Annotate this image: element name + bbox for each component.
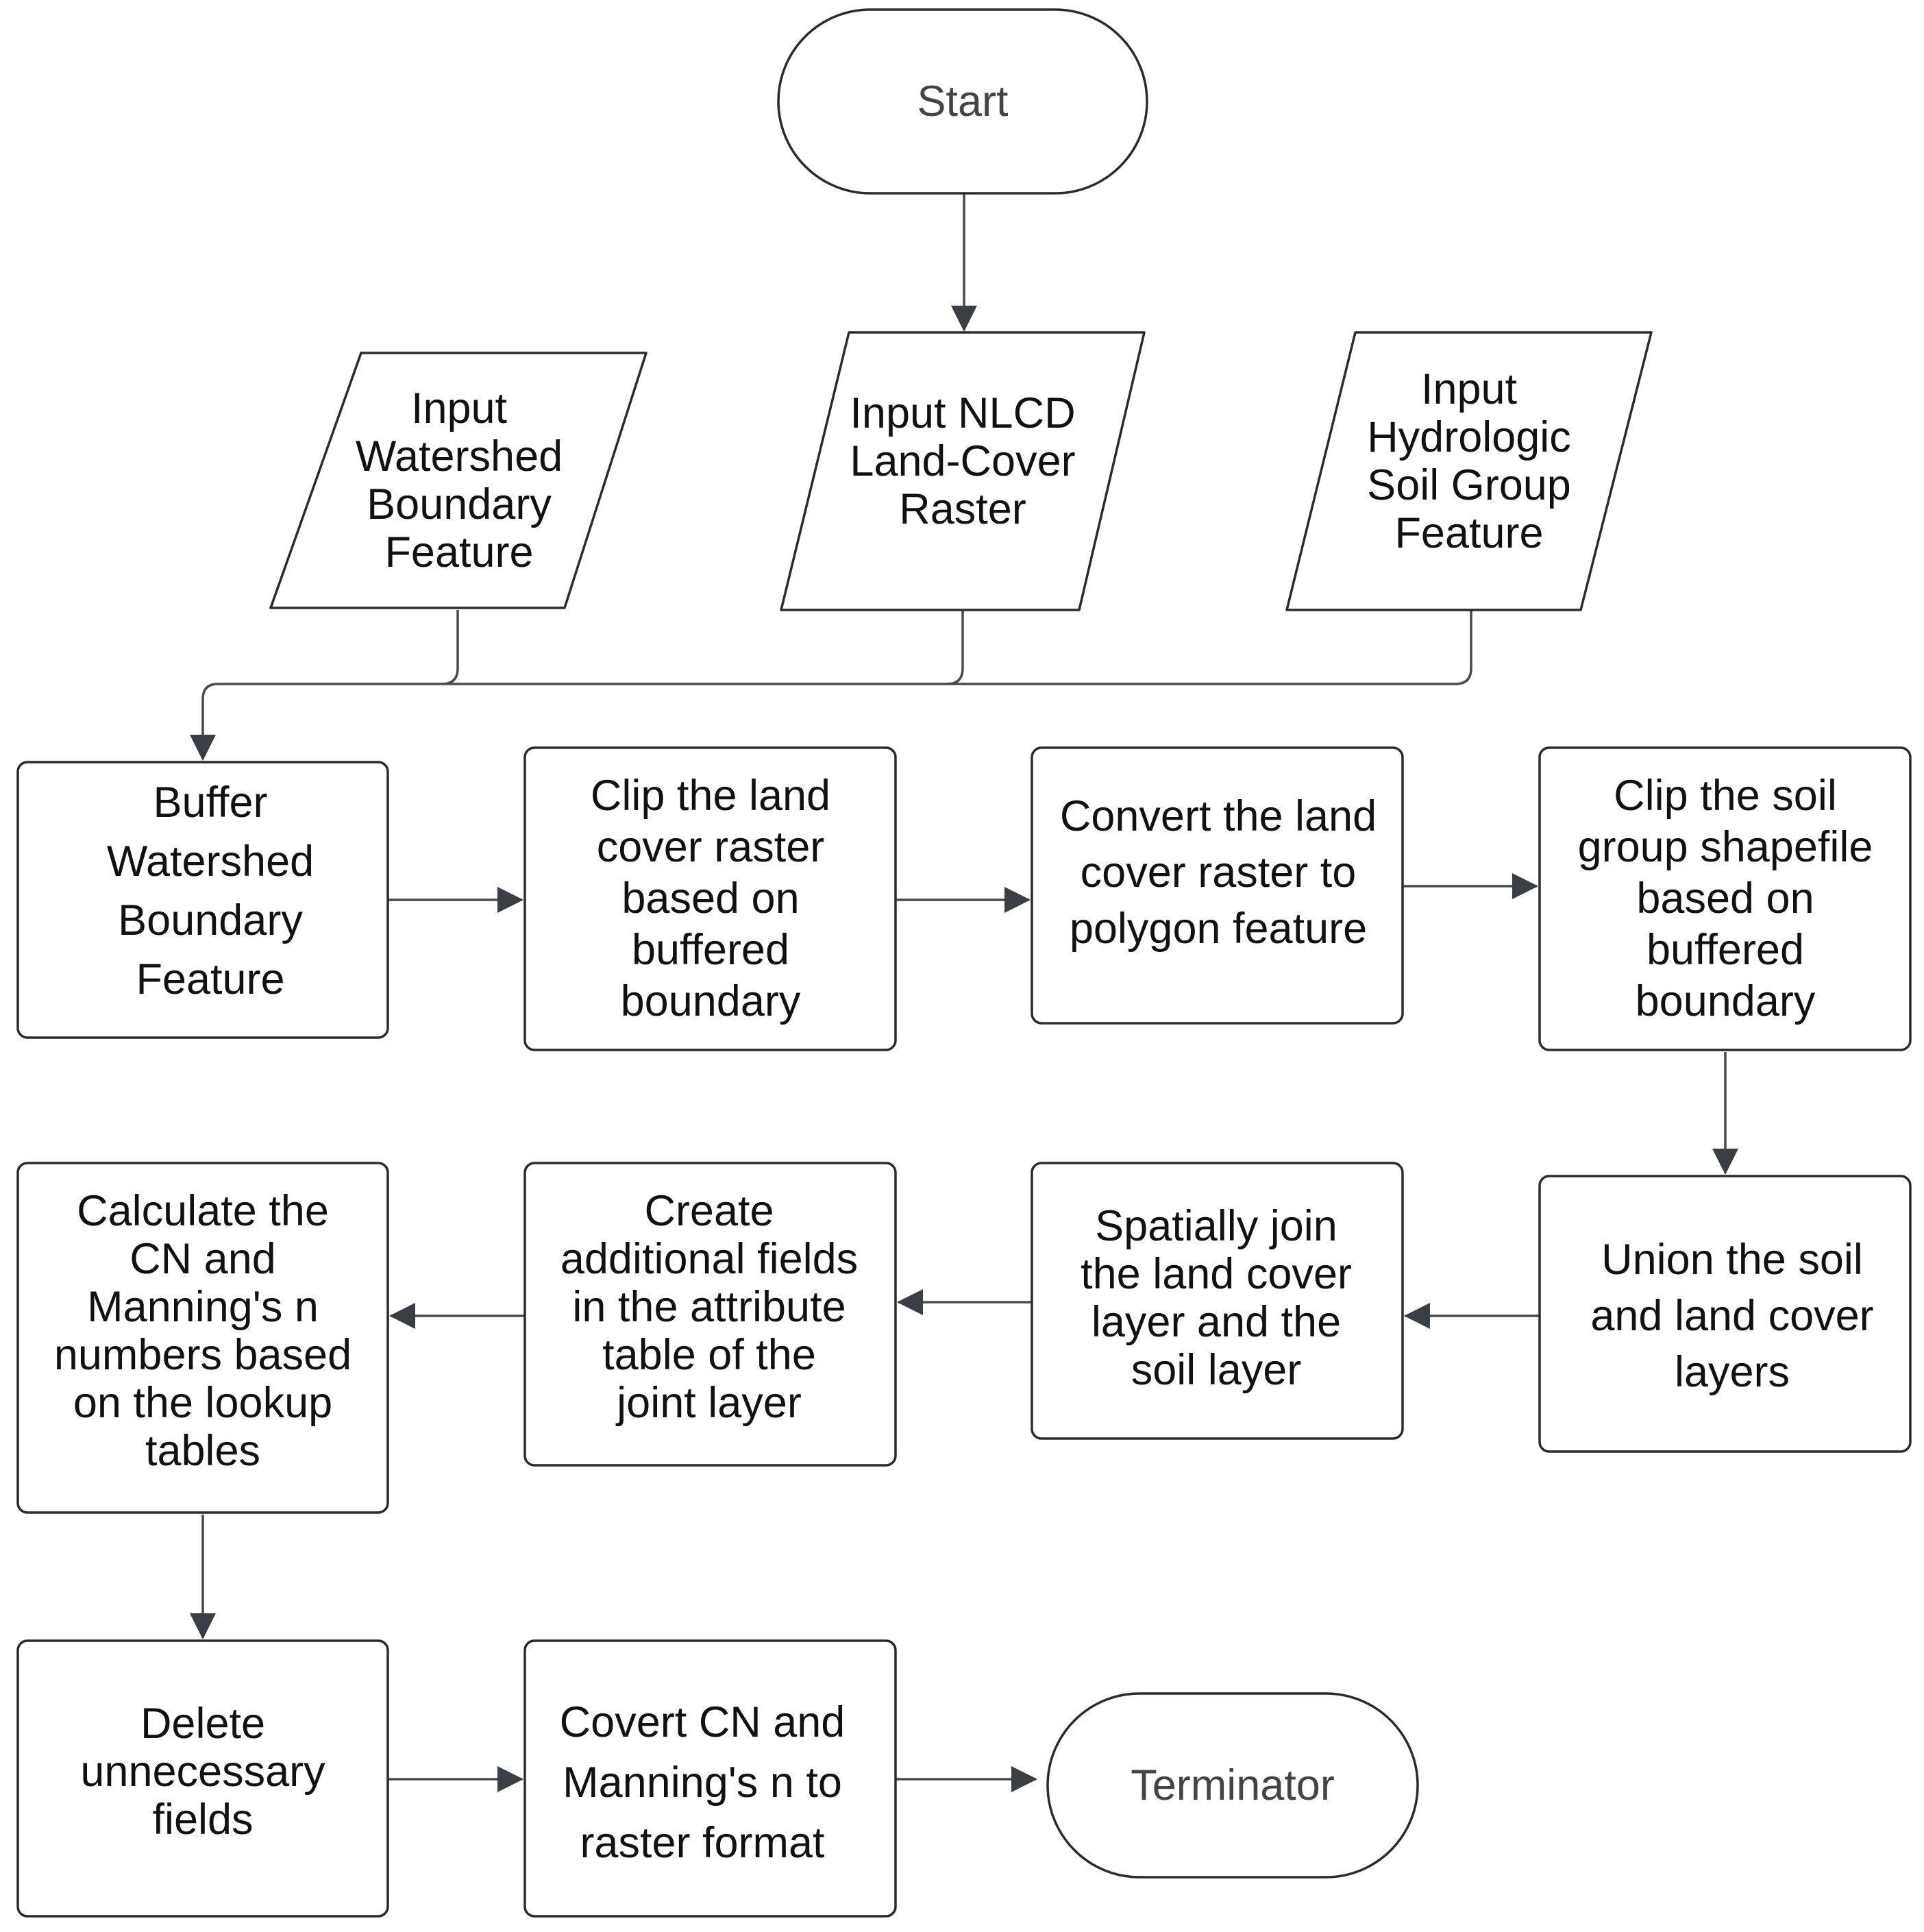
node-label-line: table of the [602, 1331, 816, 1379]
node-label-line: Feature [384, 528, 533, 576]
node-label-line: raster format [580, 1819, 825, 1867]
node-label-line: the land cover [1081, 1250, 1352, 1298]
node-label-line: additional fields [560, 1235, 858, 1283]
node-label-line: buffered [1646, 926, 1804, 974]
node-label-line: Clip the land [591, 772, 830, 820]
convert-node: Convert the land cover raster to polygon f… [1031, 746, 1404, 1025]
node-label-line: cover raster to [1081, 848, 1357, 896]
node-label-line: Watershed [107, 837, 314, 885]
node-label-line: Clip the soil [1614, 772, 1837, 820]
node-label-line: fields [152, 1796, 253, 1844]
node-label-line: Manning's n [87, 1283, 319, 1331]
node-label-line: cover raster [597, 823, 825, 871]
node-label-line: in the attribute [572, 1283, 846, 1331]
node-label-line: Start [917, 77, 1009, 125]
node-label-line: layers [1675, 1348, 1790, 1396]
terminator-node: Terminator [1046, 1692, 1419, 1879]
node-label-line: polygon feature [1070, 905, 1367, 953]
union-label: Union the soil and land cover layers [1590, 1236, 1873, 1396]
node-label-line: group shapefile [1578, 823, 1873, 871]
node-label-line: Input [1421, 365, 1518, 413]
terminator-label: Terminator [1131, 1761, 1335, 1809]
union-node: Union the soil and land cover layers [1538, 1175, 1912, 1453]
node-label-line: on the lookup [73, 1379, 332, 1427]
node-label-line: layer and the [1092, 1298, 1341, 1346]
node-label-line: Boundary [118, 896, 303, 944]
node-label-line: CN and [130, 1235, 276, 1283]
node-label-line: Calculate the [77, 1187, 329, 1235]
node-label-line: Watershed [356, 432, 563, 480]
node-label-line: based on [621, 875, 799, 922]
node-label-line: boundary [621, 977, 801, 1025]
edge-input-watershed-to-buffer [190, 610, 459, 761]
node-label-line: joint layer [615, 1379, 802, 1427]
node-label-line: Delete [140, 1700, 265, 1748]
node-label-line: Buffer [153, 779, 268, 827]
connectors [190, 194, 1738, 1792]
node-label-line: buffered [632, 926, 789, 974]
node-label-line: Hydrologic [1367, 413, 1571, 461]
node-label-line: unnecessary [80, 1748, 325, 1796]
node-label-line: boundary [1636, 977, 1816, 1025]
node-label-line: and land cover [1590, 1292, 1873, 1340]
edge-input-nlcd-to-buffer [442, 610, 964, 685]
node-label-line: Manning's n to [563, 1759, 842, 1807]
node-label-line: Convert the land [1060, 792, 1377, 840]
node-label-line: Feature [1394, 509, 1543, 557]
start-label: Start [917, 77, 1009, 125]
node-label-line: Create [644, 1187, 774, 1235]
node-label-line: Spatially join [1095, 1202, 1337, 1250]
node-label-line: Land-Cover [850, 437, 1075, 485]
node-label-line: tables [145, 1427, 260, 1475]
node-label-line: Covert CN and [560, 1698, 846, 1746]
node-label-line: Feature [136, 955, 284, 1003]
start-node: Start [777, 8, 1148, 195]
edge-input-soil-to-buffer [947, 610, 1472, 685]
node-label-line: soil layer [1131, 1346, 1302, 1394]
node-label-line: Soil Group [1367, 461, 1571, 509]
convert-label: Convert the land cover raster to polygon f… [1060, 792, 1377, 953]
node-label-line: based on [1636, 875, 1814, 922]
node-label-line: Terminator [1131, 1761, 1335, 1809]
node-label-line: Raster [899, 485, 1026, 533]
node-label-line: Input NLCD [850, 389, 1075, 437]
node-label-line: numbers based [54, 1331, 352, 1379]
node-label-line: Input [411, 384, 508, 432]
node-label-line: Boundary [367, 480, 552, 528]
node-label-line: Union the soil [1601, 1236, 1863, 1284]
